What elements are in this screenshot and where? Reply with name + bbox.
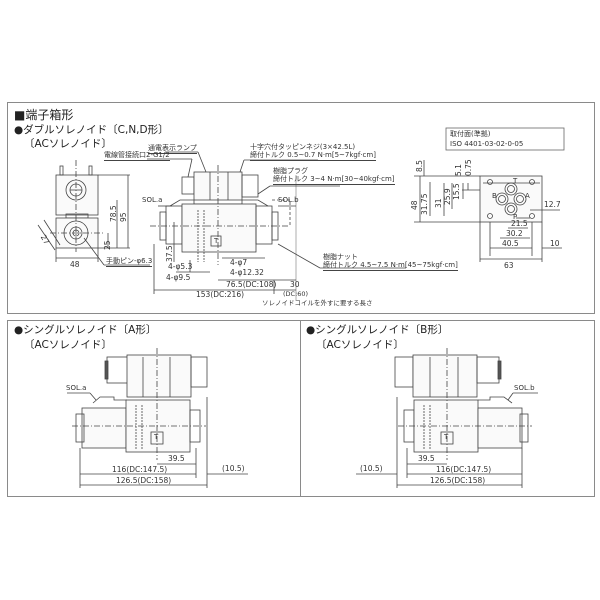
double-solenoid-title: ●ダブルソレノイド〔C,N,D形〕 [14, 124, 169, 136]
dim-31-75: 31.75 [420, 193, 429, 215]
dim-48: 48 [70, 260, 80, 269]
conduit-callout: 電線管接続口2-G1/2 [104, 151, 170, 161]
single-a-dim-39-5: 39.5 [168, 454, 185, 463]
single-b-dim-39-5: 39.5 [418, 454, 435, 463]
dim-25: 25 [103, 240, 112, 250]
single-b-sol-label: SOL.b [514, 384, 535, 392]
dim-63: 63 [504, 261, 514, 270]
single-solenoid-a-drawing [67, 348, 248, 488]
single-b-ac-label: 〔ACソレノイド〕 [316, 339, 404, 351]
single-b-port-t: T [444, 433, 449, 441]
dim-phi9-5: 4-φ9.5 [166, 273, 191, 282]
single-b-dim-126-5: 126.5(DC:158) [430, 476, 486, 485]
sol-b-label: SOL.b [278, 196, 299, 204]
single-b-dim-10-5: (10.5) [360, 464, 383, 473]
nut-callout-2: 締付トルク 4.5~7.5 N·m[45~75kgf·cm] [323, 261, 458, 271]
screw-callout-2: 締付トルク 0.5~0.7 N·m[5~7kgf·cm] [250, 151, 376, 161]
ac-solenoid-label: 〔ACソレノイド〕 [24, 138, 112, 150]
dim-95: 95 [119, 212, 128, 222]
port-t-top: T [214, 237, 219, 245]
port-t: T [513, 177, 518, 185]
dim-153: 153(DC:216) [196, 290, 245, 299]
front-view-drawing [147, 151, 406, 300]
plug-callout-1: 樹脂プラグ [273, 167, 308, 175]
single-a-dim-126-5: 126.5(DC:158) [116, 476, 172, 485]
manual-pin-callout: 手動ピン-φ6.3 [106, 257, 153, 267]
screw-callout-1: 十字穴付タッピンネジ(3×42.5L) [250, 143, 356, 151]
dim-30-dc: (DC:60) [283, 290, 309, 298]
dim-phi5-3: 4-φ5.3 [168, 262, 193, 271]
dim-phi12-32: 4-φ12.32 [230, 268, 264, 277]
plug-callout-2: 締付トルク 3~4 N·m[30~40kgf·cm] [273, 175, 395, 185]
dim-phi7: 4-φ7 [230, 258, 248, 267]
dim-21-5: 21.5 [511, 219, 528, 228]
dim-25-9: 25.9 [443, 188, 452, 205]
port-b: B [492, 192, 497, 200]
dim-78-5: 78.5 [109, 205, 118, 222]
dim-37-5: 37.5 [165, 245, 174, 262]
section-title: ■端子箱形 [14, 108, 74, 122]
port-a: A [525, 192, 530, 200]
port-p: P [513, 213, 518, 221]
dim-5-1: 5.1 [454, 164, 463, 176]
dim-0-75: 0.75 [464, 159, 473, 176]
dim-10: 10 [550, 239, 560, 248]
mounting-title-2: ISO 4401-03-02-0-05 [450, 140, 524, 148]
mounting-face-drawing [414, 127, 565, 262]
dim-12-7: 12.7 [544, 200, 561, 209]
single-a-dim-116: 116(DC:147.5) [112, 465, 168, 474]
single-a-title: ●シングルソレノイド〔A形〕 [14, 324, 157, 336]
single-solenoid-b-panel [300, 320, 595, 497]
dim-8-5: 8.5 [415, 160, 424, 172]
indicator-lamp-callout: 通電表示ランプ [148, 144, 197, 154]
single-a-ac-label: 〔ACソレノイド〕 [24, 339, 112, 351]
dim-48-mount: 48 [410, 200, 419, 210]
single-b-title: ●シングルソレノイド〔B形〕 [306, 324, 449, 336]
dim-15-5: 15.5 [452, 183, 461, 200]
mounting-title-1: 取付面(準拠) [450, 130, 491, 138]
side-view-drawing [37, 160, 150, 266]
dim-30: 30 [290, 280, 300, 289]
dim-30-2: 30.2 [506, 229, 523, 238]
dim-40-5: 40.5 [502, 239, 519, 248]
nut-callout-1: 樹脂ナット [323, 253, 358, 261]
dim-31: 31 [434, 198, 443, 208]
single-b-dim-116: 116(DC:147.5) [436, 465, 492, 474]
single-a-port-t: T [154, 433, 159, 441]
terminal-box-panel [7, 102, 595, 314]
single-a-dim-10-5: (10.5) [222, 464, 245, 473]
coil-removal-note: ソレノイドコイルを外すに要する長さ [262, 299, 373, 307]
sol-a-label: SOL.a [142, 196, 163, 204]
dim-76-5: 76.5(DC:108) [226, 280, 277, 289]
single-solenoid-b-drawing [356, 348, 538, 488]
single-a-sol-label: SOL.a [66, 384, 87, 392]
